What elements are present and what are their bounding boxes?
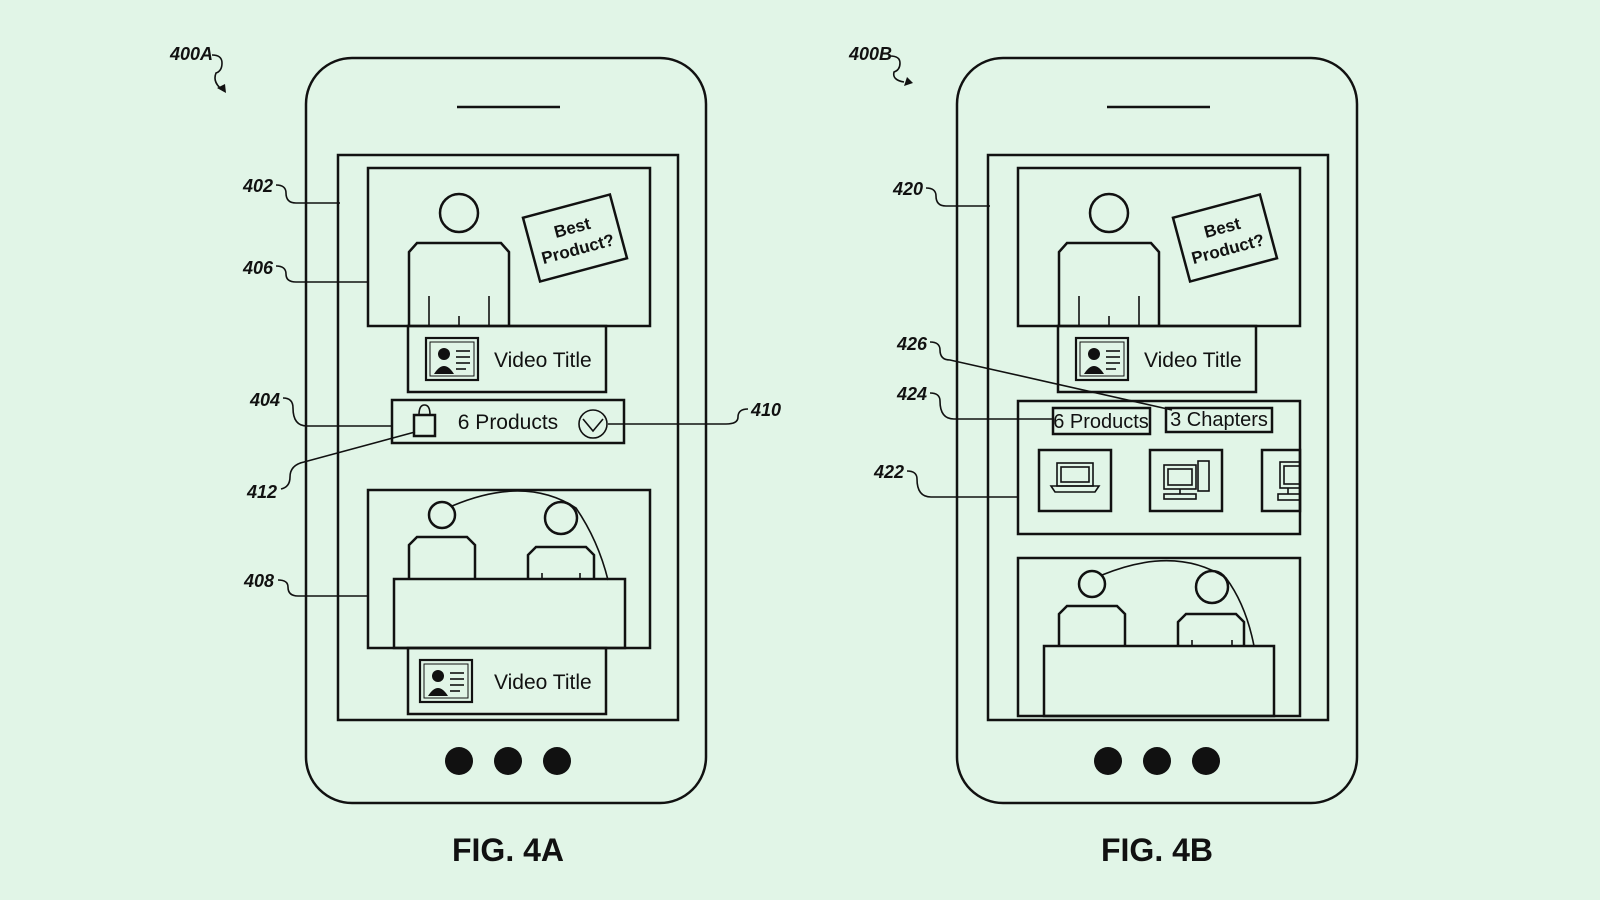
video-title-bar-2[interactable]: [406, 646, 608, 716]
figure-4b: 400B Best Product? Video Title 6 Product…: [848, 44, 1359, 868]
profile-card-icon: [424, 336, 480, 382]
presenter-figure: [407, 192, 511, 326]
ref-406: 406: [242, 258, 274, 278]
leader-426: [929, 341, 1173, 411]
ref-424: 424: [896, 384, 927, 404]
products-bar-label: 6 Products: [458, 411, 558, 434]
product-tile-laptop[interactable]: [1037, 448, 1113, 513]
nav-dot[interactable]: [1192, 747, 1220, 775]
leader-404: [282, 397, 392, 427]
leader-412: [280, 431, 416, 490]
leader-408: [277, 579, 368, 597]
figure-4a: 400A Best Product? Video Title 6 Pro: [169, 44, 781, 868]
leader-424: [929, 392, 1053, 420]
video-thumbnail-2[interactable]: [366, 488, 652, 650]
ref-402: 402: [242, 176, 273, 196]
video-title-bar-1[interactable]: [1056, 324, 1258, 394]
phone-screen-4a: [336, 153, 680, 722]
video-thumbnail-2[interactable]: [1016, 556, 1302, 718]
ref-412: 412: [246, 482, 277, 502]
chevron-down-icon[interactable]: [578, 409, 608, 439]
profile-card-icon-2: [418, 658, 474, 704]
leader-420: [925, 187, 990, 207]
ref-400b: 400B: [848, 44, 892, 64]
leader-410: [608, 408, 749, 425]
meeting-scene: [1042, 559, 1276, 718]
ref-400a: 400A: [169, 44, 213, 64]
caption-fig-4a: FIG. 4A: [452, 832, 564, 868]
tab-3-chapters-label: 3 Chapters: [1170, 409, 1268, 431]
phone-body-4a: [304, 56, 708, 805]
shopping-bag-icon: [412, 404, 437, 438]
desktop-computer-icon: [1163, 460, 1210, 500]
video-title-bar-1[interactable]: [406, 324, 608, 394]
best-product-sign: Best Product?: [521, 192, 629, 284]
nav-dot[interactable]: [1094, 747, 1122, 775]
arrowhead-400b: [904, 77, 913, 86]
video-title-2: Video Title: [494, 671, 592, 694]
laptop-icon: [1049, 462, 1101, 493]
tab-3-chapters[interactable]: [1164, 406, 1274, 434]
phone-body-4b: [955, 56, 1359, 805]
nav-dot[interactable]: [1143, 747, 1171, 775]
video-title-1: Video Title: [1144, 349, 1242, 372]
leader-400a: [211, 54, 225, 92]
product-tile-desktop[interactable]: [1148, 448, 1224, 513]
ref-420: 420: [892, 179, 923, 199]
caption-fig-4b: FIG. 4B: [1101, 832, 1213, 868]
profile-card-icon: [1074, 336, 1130, 382]
products-bar[interactable]: [390, 398, 626, 445]
monitor-icon: [1277, 461, 1301, 501]
product-tile-partial[interactable]: [1260, 448, 1302, 513]
leader-406: [275, 265, 368, 283]
video-title-1: Video Title: [494, 349, 592, 372]
leader-402: [275, 184, 340, 204]
presenter-figure: [1057, 192, 1161, 326]
nav-dot[interactable]: [494, 747, 522, 775]
tab-6-products-label: 6 Products: [1053, 411, 1149, 433]
ref-410: 410: [750, 400, 781, 420]
arrowhead-400a: [217, 84, 226, 93]
ref-422: 422: [873, 462, 904, 482]
ref-408: 408: [243, 571, 274, 591]
nav-dot[interactable]: [543, 747, 571, 775]
phone-screen-4b: [986, 153, 1330, 722]
nav-dot[interactable]: [445, 747, 473, 775]
leader-400b: [889, 55, 905, 83]
best-product-sign: Best Product?: [1171, 192, 1279, 284]
meeting-scene: [392, 490, 627, 650]
ref-426: 426: [896, 334, 928, 354]
ref-404: 404: [249, 390, 280, 410]
tab-6-products[interactable]: [1051, 406, 1152, 436]
leader-422: [906, 470, 1018, 498]
